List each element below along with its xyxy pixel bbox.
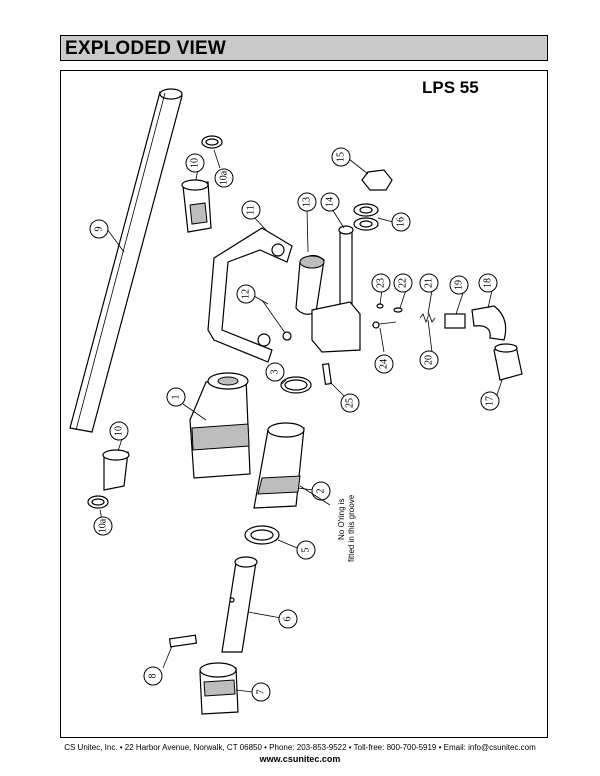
- svg-text:22: 22: [398, 278, 409, 288]
- note-line-2: fitted in this groove: [347, 494, 356, 562]
- svg-text:24: 24: [379, 359, 390, 369]
- note-line-1: No O'ring is: [337, 498, 346, 540]
- svg-text:23: 23: [376, 278, 387, 288]
- callout-23: 23: [371, 273, 391, 293]
- part-18-elbow: [471, 305, 507, 341]
- part-2-piston: [253, 422, 305, 509]
- svg-text:1: 1: [171, 395, 182, 400]
- callout-7: 7: [251, 682, 271, 702]
- part-15-nut: [361, 169, 393, 191]
- callout-10-top: 10: [185, 153, 205, 173]
- svg-text:5: 5: [301, 548, 312, 553]
- callout-1: 1: [166, 387, 186, 407]
- callout-20: 20: [419, 350, 439, 370]
- part-8-key: [168, 634, 198, 648]
- part-10a-washer-top: [201, 135, 223, 149]
- part-1-cylinder: [189, 372, 251, 479]
- part-17-coupler: [493, 343, 523, 381]
- part-16-washers: [353, 203, 379, 231]
- callout-13: 13: [297, 192, 317, 212]
- svg-text:11: 11: [246, 205, 257, 215]
- callout-17: 17: [480, 391, 500, 411]
- svg-text:12: 12: [241, 289, 252, 299]
- callout-leaders: [99, 149, 503, 693]
- footer-contact: CS Unitec, Inc. • 22 Harbor Avenue, Norw…: [64, 743, 536, 752]
- callout-12: 12: [236, 284, 256, 304]
- svg-text:10: 10: [114, 426, 125, 436]
- svg-text:18: 18: [483, 278, 494, 288]
- valve-small-parts: [371, 303, 436, 329]
- svg-text:15: 15: [336, 152, 347, 162]
- svg-text:19: 19: [454, 280, 465, 290]
- section-title: EXPLODED VIEW: [65, 38, 226, 59]
- callout-16: 16: [391, 212, 411, 232]
- callout-10a-bottom: 10a: [93, 516, 113, 536]
- callout-22: 22: [393, 273, 413, 293]
- svg-text:14: 14: [325, 197, 336, 207]
- svg-text:13: 13: [302, 197, 313, 207]
- part-25-pin: [321, 363, 333, 385]
- svg-text:21: 21: [424, 278, 435, 288]
- svg-text:9: 9: [94, 227, 105, 232]
- note-leader: [299, 485, 331, 506]
- part-14-valve-body: [311, 225, 361, 353]
- svg-text:8: 8: [148, 674, 159, 679]
- part-11-bracket: [207, 227, 293, 363]
- section-header-bar: EXPLODED VIEW: [60, 35, 548, 61]
- svg-text:10a: 10a: [98, 518, 109, 533]
- callout-10-bottom: 10: [109, 421, 129, 441]
- svg-text:7: 7: [256, 690, 267, 695]
- svg-text:3: 3: [270, 370, 281, 375]
- svg-text:2: 2: [316, 489, 327, 494]
- callout-24: 24: [374, 354, 394, 374]
- svg-text:6: 6: [283, 617, 294, 622]
- svg-text:10a: 10a: [219, 170, 230, 185]
- svg-text:10: 10: [190, 158, 201, 168]
- svg-text:25: 25: [345, 398, 356, 408]
- part-19-nipple: [444, 313, 466, 329]
- callout-8: 8: [143, 666, 163, 686]
- callout-3: 3: [265, 362, 285, 382]
- callout-14: 14: [320, 192, 340, 212]
- callout-18: 18: [478, 273, 498, 293]
- part-10-sleeve-top: [181, 179, 212, 233]
- part-5-ring: [244, 525, 280, 545]
- callout-19: 19: [449, 275, 469, 295]
- callout-5: 5: [296, 540, 316, 560]
- svg-text:17: 17: [485, 396, 496, 406]
- part-10a-washer-bottom: [87, 495, 109, 509]
- part-7-bottom-nut: [199, 662, 239, 715]
- callout-2: 2: [311, 481, 331, 501]
- callout-21: 21: [419, 273, 439, 293]
- callout-10a-top: 10a: [214, 168, 234, 188]
- svg-text:16: 16: [396, 217, 407, 227]
- drawing-frame: [60, 70, 548, 738]
- callout-15: 15: [331, 147, 351, 167]
- part-6-rod: [221, 556, 258, 653]
- part-10-sleeve-bottom: [102, 449, 130, 491]
- o-ring-note: No O'ring is fitted in this groove: [337, 494, 356, 562]
- part-12-pin: [261, 299, 292, 341]
- part-13-grip: [295, 254, 325, 315]
- callout-9: 9: [89, 219, 109, 239]
- svg-text:20: 20: [424, 355, 435, 365]
- callout-11: 11: [241, 200, 261, 220]
- model-label: LPS 55: [422, 78, 479, 97]
- callout-6: 6: [278, 609, 298, 629]
- part-9-handle-bar: [69, 88, 183, 433]
- part-3-o-ring: [280, 376, 312, 394]
- callout-25: 25: [340, 393, 360, 413]
- footer-website[interactable]: www.csunitec.com: [259, 754, 341, 764]
